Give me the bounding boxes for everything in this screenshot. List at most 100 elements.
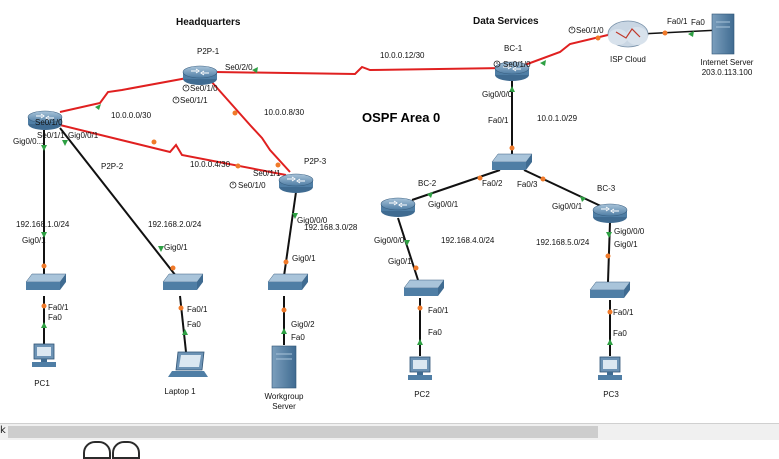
- router-bc2-icon[interactable]: [380, 197, 416, 217]
- port-label: Gig0/1: [164, 243, 188, 252]
- port-label: Gig0/0/0: [374, 236, 405, 245]
- pc2-icon[interactable]: [408, 356, 432, 380]
- eth-link-isp-server[interactable]: [639, 29, 721, 35]
- eth-link-r2-sw2[interactable]: [59, 127, 177, 277]
- net-label-192-168-5-0: 192.168.5.0/24: [536, 238, 590, 247]
- port-label: Se0/1/1: [253, 169, 281, 178]
- port-labels: Se0/2/0 Se0/1/0 Se0/1/1 Se0/1/0 Se0/1/1 …: [13, 17, 705, 342]
- net-label-192-168-1-0: 192.168.1.0/24: [16, 220, 70, 229]
- port-label: Se0/1/0: [576, 26, 604, 35]
- router-bc3-icon[interactable]: [592, 203, 628, 223]
- switch-laptop-icon[interactable]: [162, 273, 204, 290]
- port-label: Fa0/1: [48, 303, 69, 312]
- port-label: Gig0/1: [22, 236, 46, 245]
- port-label: Gig0/0/0: [297, 216, 328, 225]
- internet-server-icon[interactable]: [711, 13, 735, 55]
- bc3-label: BC-3: [597, 184, 616, 193]
- port-label: Fa0/1: [428, 306, 449, 315]
- isp-cloud-icon[interactable]: [607, 20, 649, 48]
- router-hq-left-icon[interactable]: [27, 110, 63, 130]
- laptop1-label: Laptop 1: [164, 387, 196, 396]
- router-bc1-icon[interactable]: [494, 61, 530, 81]
- port-label: Gig0/0/0: [614, 227, 645, 236]
- port-label: Fa0/1: [488, 116, 509, 125]
- net-label-192-168-4-0: 192.168.4.0/24: [441, 236, 495, 245]
- port-label: Se0/1/0: [503, 60, 531, 69]
- port-label: Se0/2/0: [225, 63, 253, 72]
- isp-cloud-label: ISP Cloud: [610, 55, 646, 64]
- port-label: Fa0: [187, 320, 201, 329]
- laptop1-icon[interactable]: [168, 351, 208, 377]
- reset-simulation-icon[interactable]: [83, 441, 111, 459]
- router-p2p1-icon[interactable]: [182, 65, 218, 85]
- serial-link-r2-p2p1[interactable]: [59, 75, 199, 113]
- net-label-192-168-3-0: 192.168.3.0/28: [304, 223, 358, 232]
- p2p3-label: P2P-3: [304, 157, 327, 166]
- port-label: Fa0: [291, 333, 305, 342]
- serial-link-bc1-isp[interactable]: [521, 33, 613, 67]
- port-label: Gig0/0/1: [428, 200, 459, 209]
- pc3-label: PC3: [603, 390, 619, 399]
- p2p1-label: P2P-1: [197, 47, 220, 56]
- horizontal-scrollbar[interactable]: k: [0, 423, 779, 441]
- fast-forward-icon[interactable]: [112, 441, 140, 459]
- bc1-label: BC-1: [504, 44, 523, 53]
- switch-pc3-icon[interactable]: [589, 281, 631, 298]
- port-label: Fa0: [428, 328, 442, 337]
- headquarters-title: Headquarters: [176, 17, 241, 28]
- internet-server-label: Internet Server: [701, 58, 754, 67]
- switch-workgroup-icon[interactable]: [267, 273, 309, 290]
- port-label: Se0/1/0: [190, 84, 218, 93]
- pc1-label: PC1: [34, 379, 50, 388]
- workgroup-server-label-2: Server: [272, 402, 296, 411]
- port-label: Fa0: [613, 329, 627, 338]
- net-label-10-0-0-12: 10.0.0.12/30: [380, 51, 425, 60]
- port-label: Fa0/3: [517, 180, 538, 189]
- eth-link-switch-bc2[interactable]: [411, 169, 501, 201]
- pc1-icon[interactable]: [32, 343, 56, 367]
- bottom-toolbar: [0, 440, 779, 452]
- port-label: Fa0/2: [482, 179, 503, 188]
- internet-server-ip-label: 203.0.113.100: [702, 68, 753, 77]
- port-label: Se0/1/1: [37, 131, 65, 140]
- workgroup-server-label: Workgroup: [265, 392, 305, 401]
- net-label-10-0-0-4: 10.0.0.4/30: [190, 160, 231, 169]
- port-label: Fa0/1: [613, 308, 634, 317]
- port-label: Se0/1/1: [180, 96, 208, 105]
- serial-link-r2-p2p3[interactable]: [59, 124, 287, 176]
- eth-link-sw2-laptop[interactable]: [179, 295, 187, 353]
- switch-pc1-icon[interactable]: [25, 273, 67, 290]
- eth-link-bc2-sw4[interactable]: [397, 217, 419, 281]
- port-label: Gig0/1: [614, 240, 638, 249]
- workgroup-server-icon[interactable]: [271, 345, 297, 389]
- serial-link-p2p1-bc1[interactable]: [214, 65, 506, 76]
- port-label: Fa0/1: [187, 305, 208, 314]
- ospf-area-label: OSPF Area 0: [362, 110, 440, 125]
- switch-data-services-icon[interactable]: [491, 153, 533, 170]
- serial-link-p2p1-p2p3[interactable]: [209, 79, 291, 173]
- port-label: Se0/1/0: [238, 181, 266, 190]
- scroll-left-arrow-icon[interactable]: k: [0, 425, 6, 436]
- eth-link-bc3-sw5[interactable]: [607, 221, 611, 283]
- port-label: Fa0: [48, 313, 62, 322]
- port-label: Gig0/0/1: [552, 202, 583, 211]
- port-label: Fa0: [691, 18, 705, 27]
- clock-icons: [172, 26, 576, 189]
- pc2-label: PC2: [414, 390, 430, 399]
- port-label: Se0/1/0: [35, 118, 63, 127]
- net-label-10-0-0-8: 10.0.0.8/30: [264, 108, 305, 117]
- pc3-icon[interactable]: [598, 356, 622, 380]
- port-label: Gig0/1: [292, 254, 316, 263]
- eth-link-switch-bc3[interactable]: [523, 169, 606, 209]
- port-label: Gig0/0/1: [68, 131, 99, 140]
- port-label: Fa0/1: [667, 17, 688, 26]
- port-label: Gig0/0...: [13, 137, 43, 146]
- bc2-label: BC-2: [418, 179, 437, 188]
- port-label: Gig0/2: [291, 320, 315, 329]
- scrollbar-thumb[interactable]: [8, 426, 598, 438]
- port-label: Gig0/1: [388, 257, 412, 266]
- switch-pc2-icon[interactable]: [403, 279, 445, 296]
- router-p2p3-icon[interactable]: [278, 173, 314, 193]
- net-label-192-168-2-0: 192.168.2.0/24: [148, 220, 202, 229]
